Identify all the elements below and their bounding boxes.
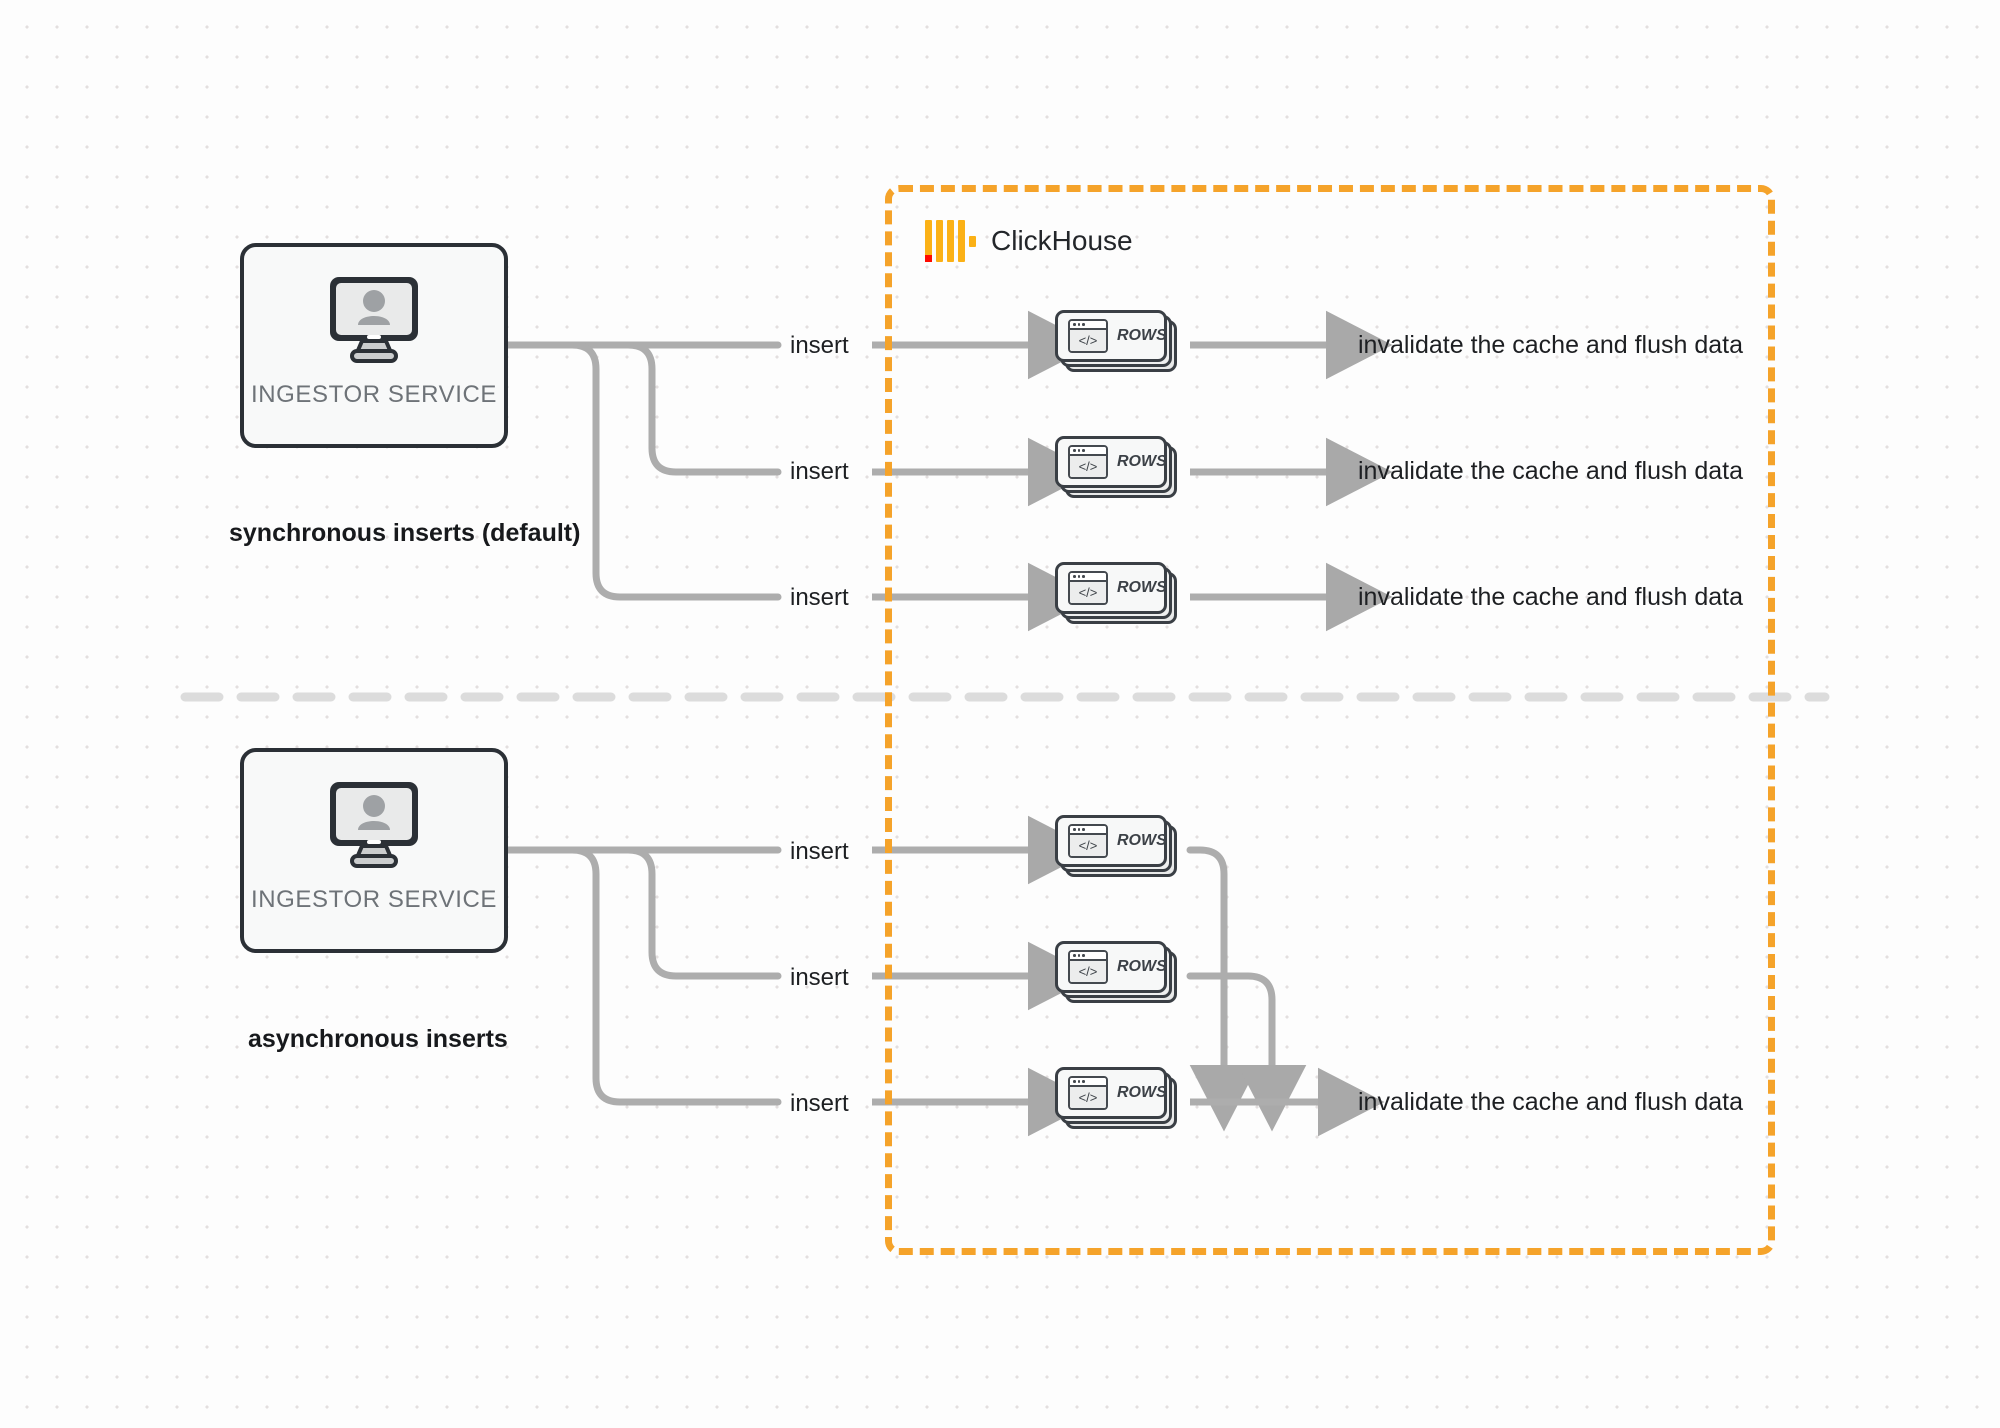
monitor-user-icon — [330, 277, 418, 363]
section-caption-sync: synchronous inserts (default) — [229, 519, 581, 547]
sink-label-sync-2: invalidate the cache and flush data — [1358, 457, 1743, 485]
clickhouse-brand-name: ClickHouse — [991, 225, 1133, 256]
code-window-icon: </> — [1068, 571, 1108, 605]
code-window-icon: </> — [1068, 950, 1108, 984]
clickhouse-boundary — [885, 185, 1775, 1255]
rows-card-label: ROWS — [1117, 958, 1167, 975]
rows-card-label: ROWS — [1117, 832, 1167, 849]
rows-card-async-2[interactable]: </> ROWS — [1055, 941, 1177, 1003]
edge-label-insert-async-3: insert — [790, 1090, 849, 1117]
ingestor-service-async[interactable]: INGESTOR SERVICE — [240, 748, 508, 953]
monitor-user-icon — [330, 782, 418, 868]
rows-card-sync-1[interactable]: </> ROWS — [1055, 310, 1177, 372]
edge-label-insert-async-1: insert — [790, 838, 849, 865]
ingestor-service-sync[interactable]: INGESTOR SERVICE — [240, 243, 508, 448]
code-window-icon: </> — [1068, 319, 1108, 353]
sync-insert-arrows — [872, 310, 1095, 632]
code-window-icon: </> — [1068, 1076, 1108, 1110]
async-merge-edges — [1186, 846, 1307, 1132]
rows-card-label: ROWS — [1117, 327, 1167, 344]
edge-label-insert-sync-3: insert — [790, 584, 849, 611]
ingestor-service-label-async: INGESTOR SERVICE — [250, 886, 498, 913]
code-window-icon: </> — [1068, 445, 1108, 479]
rows-card-async-1[interactable]: </> ROWS — [1055, 815, 1177, 877]
async-insert-arrows — [872, 815, 1095, 1137]
edge-label-insert-sync-2: insert — [790, 458, 849, 485]
sink-label-sync-3: invalidate the cache and flush data — [1358, 583, 1743, 611]
async-fanout-edges — [504, 846, 782, 1106]
ingestor-service-label-sync: INGESTOR SERVICE — [250, 381, 498, 408]
rows-card-label: ROWS — [1117, 453, 1167, 470]
section-caption-async: asynchronous inserts — [248, 1025, 508, 1053]
rows-card-sync-2[interactable]: </> ROWS — [1055, 436, 1177, 498]
rows-card-label: ROWS — [1117, 579, 1167, 596]
sync-fanout-edges — [504, 341, 782, 601]
code-window-icon: </> — [1068, 824, 1108, 858]
edge-label-insert-async-2: insert — [790, 964, 849, 991]
rows-card-async-3[interactable]: </> ROWS — [1055, 1067, 1177, 1129]
sink-label-sync-1: invalidate the cache and flush data — [1358, 331, 1743, 359]
clickhouse-logo — [925, 220, 976, 262]
rows-card-sync-3[interactable]: </> ROWS — [1055, 562, 1177, 624]
rows-card-label: ROWS — [1117, 1084, 1167, 1101]
edge-label-insert-sync-1: insert — [790, 332, 849, 359]
sync-sink-arrows — [1190, 310, 1393, 632]
sink-label-async-merged: invalidate the cache and flush data — [1358, 1088, 1743, 1116]
clickhouse-brand: ClickHouse — [925, 220, 1133, 262]
